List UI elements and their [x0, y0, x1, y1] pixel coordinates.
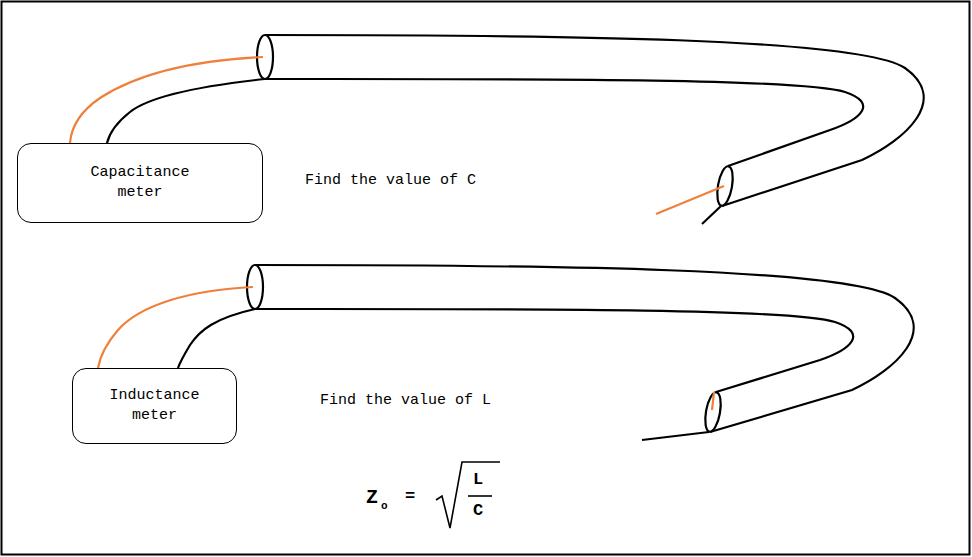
meter-label: Capacitance meter [80, 163, 200, 204]
formula-symbol: = [405, 487, 415, 507]
formula-symbol: C [473, 501, 483, 521]
formula-symbol: L [473, 470, 483, 490]
meter-box: Capacitance meter [17, 143, 263, 223]
radical-sign [436, 462, 500, 528]
meter-box: Inductance meter [72, 368, 237, 444]
instruction-note: Find the value of C [305, 172, 476, 190]
coax-cable [178, 265, 914, 440]
formula-symbol: o [381, 500, 388, 513]
formula-symbol: Z [366, 486, 378, 510]
fraction-bar [468, 495, 492, 497]
meter-label: Inductance meter [100, 386, 210, 427]
instruction-note: Find the value of L [320, 392, 491, 410]
